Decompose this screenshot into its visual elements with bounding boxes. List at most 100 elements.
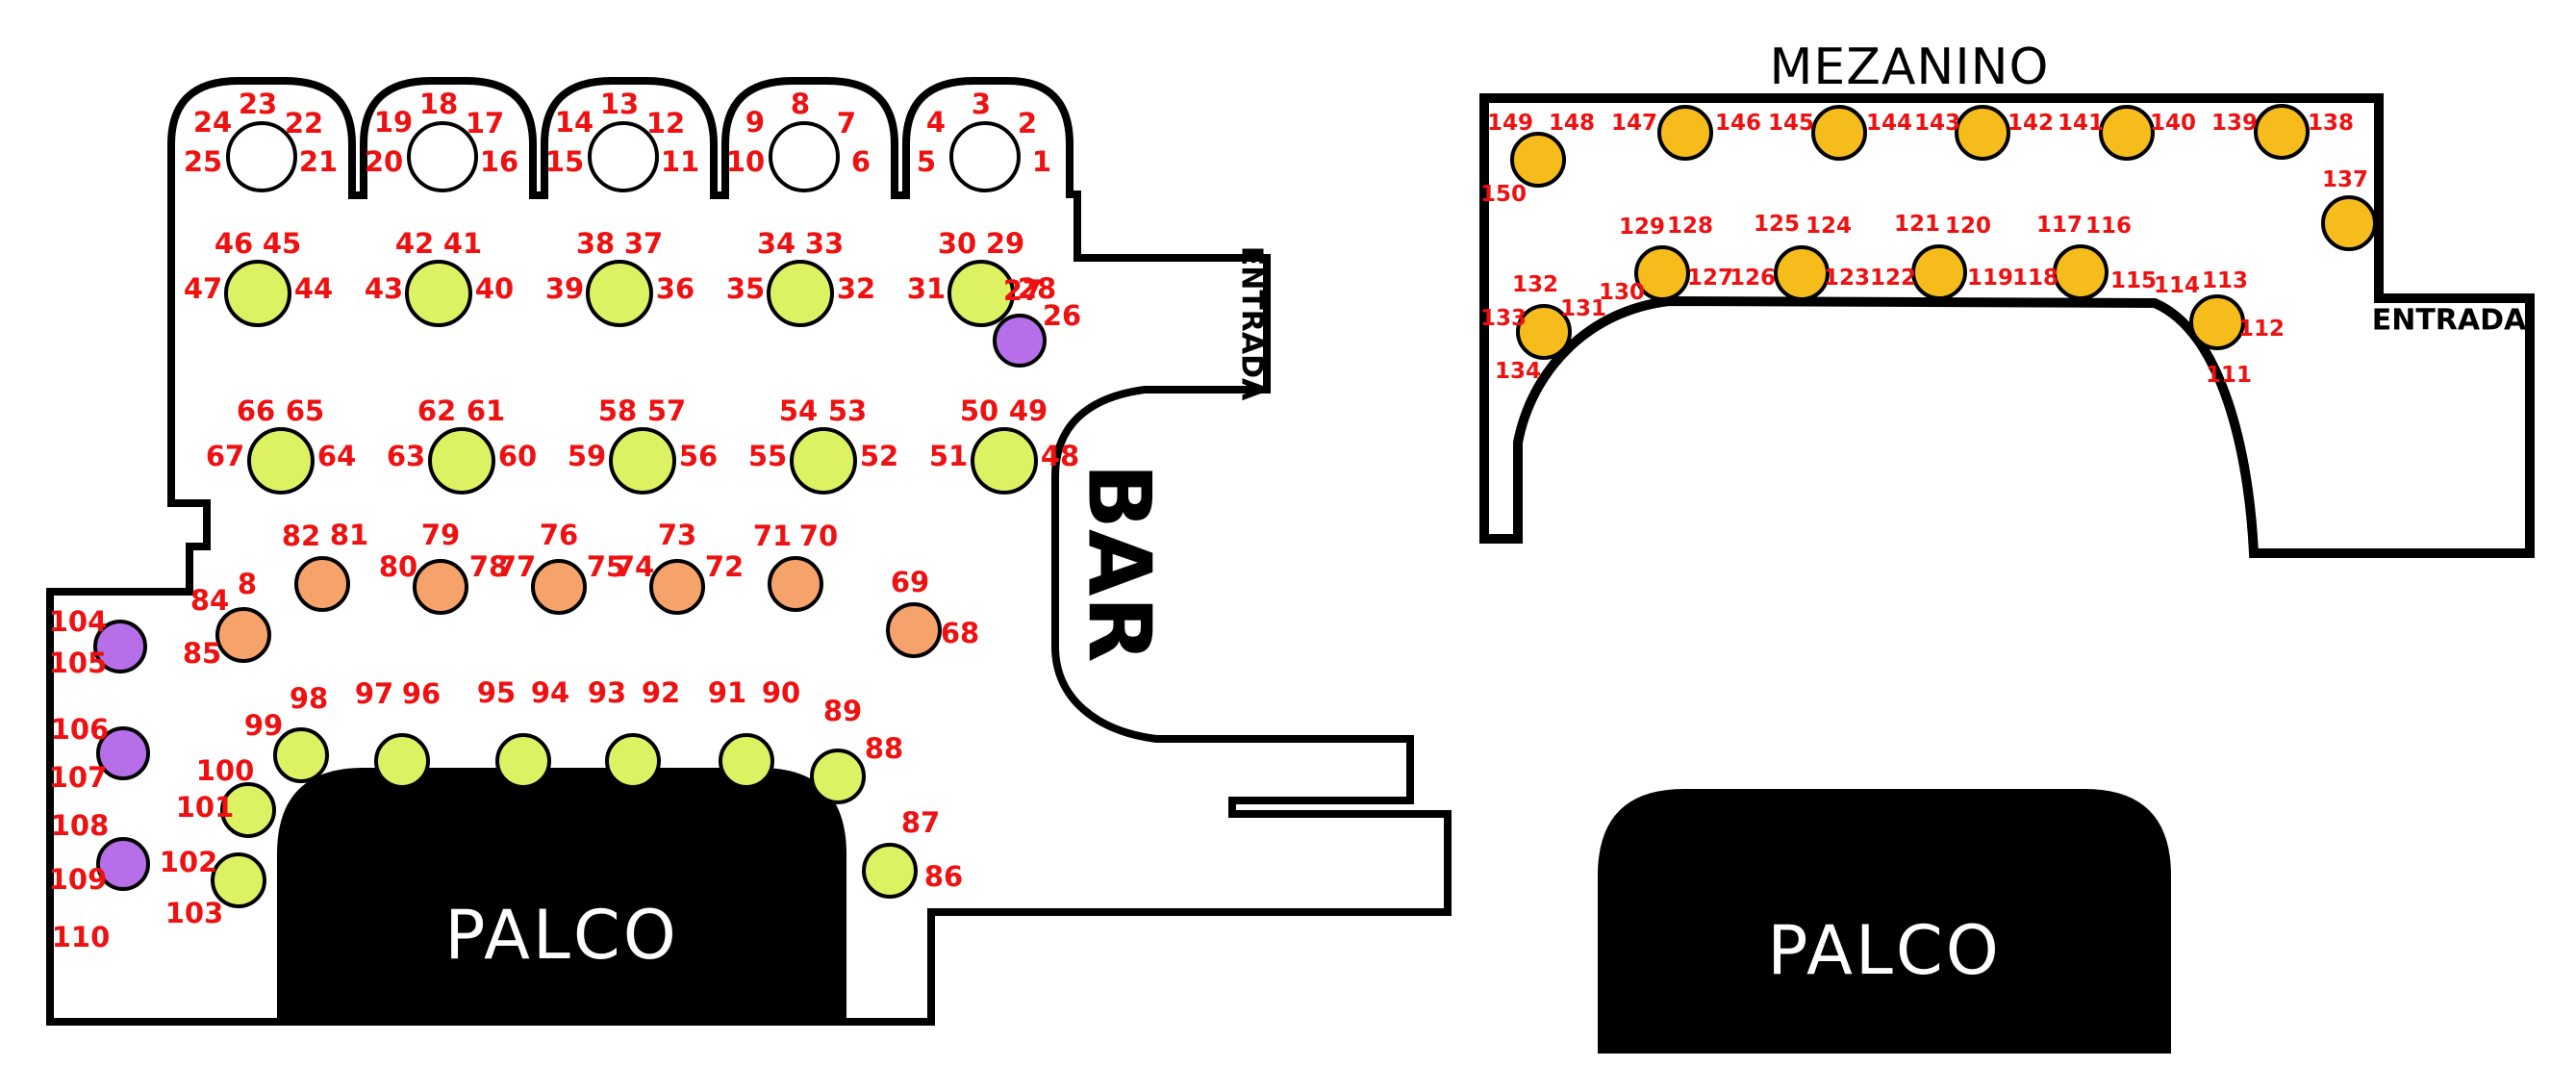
table-seat[interactable] <box>1955 105 2010 161</box>
seat-number: 142 <box>2008 111 2054 136</box>
seat-number: 75 <box>587 550 625 583</box>
seat-number: 37 <box>624 227 663 260</box>
table-seat[interactable] <box>96 726 150 780</box>
table-seat[interactable] <box>971 427 1038 495</box>
table-seat[interactable] <box>1634 245 1690 301</box>
table-seat[interactable] <box>993 314 1047 368</box>
seat-number: 149 <box>1487 111 1533 136</box>
seat-number: 101 <box>176 791 235 824</box>
seat-number: 141 <box>2058 111 2104 136</box>
seat-number: 82 <box>282 520 320 552</box>
table-seat[interactable] <box>374 733 430 789</box>
seat-number: 126 <box>1730 266 1776 291</box>
seat-number: 132 <box>1512 272 1558 297</box>
seat-number: 32 <box>837 272 875 305</box>
table-seat[interactable] <box>949 121 1021 192</box>
seat-number: 123 <box>1824 266 1870 291</box>
seat-number: 63 <box>387 440 425 472</box>
table-seat[interactable] <box>407 121 478 192</box>
seat-number: 150 <box>1480 182 1527 207</box>
table-seat[interactable] <box>226 121 297 192</box>
seat-number: 107 <box>49 761 108 794</box>
table-seat[interactable] <box>810 749 866 804</box>
table-seat[interactable] <box>1657 105 1713 161</box>
table-seat[interactable] <box>2321 195 2377 251</box>
seat-number: 129 <box>1619 215 1665 240</box>
table-seat[interactable] <box>215 607 271 663</box>
seat-number: 18 <box>419 88 458 120</box>
seat-number: 85 <box>183 637 221 670</box>
table-seat[interactable] <box>96 837 150 891</box>
table-seat[interactable] <box>211 852 266 908</box>
bar-label: BAR <box>1069 463 1170 663</box>
table-seat[interactable] <box>1510 132 1566 188</box>
seat-number: 14 <box>555 106 593 139</box>
table-seat[interactable] <box>609 427 676 495</box>
seat-number: 145 <box>1768 111 1814 136</box>
table-seat[interactable] <box>273 727 329 783</box>
table-seat[interactable] <box>405 260 472 327</box>
seat-number: 133 <box>1480 306 1527 331</box>
seat-number: 139 <box>2211 111 2258 136</box>
seat-number: 73 <box>658 519 696 551</box>
seat-number: 35 <box>726 272 765 305</box>
table-seat[interactable] <box>1911 244 1967 300</box>
table-seat[interactable] <box>790 427 857 495</box>
seat-number: 113 <box>2202 268 2248 293</box>
table-seat[interactable] <box>93 620 147 673</box>
seat-number: 44 <box>294 272 333 305</box>
seat-number: 30 <box>938 227 976 260</box>
seat-number: 39 <box>545 272 584 305</box>
seat-number: 38 <box>576 227 615 260</box>
table-seat[interactable] <box>768 556 823 612</box>
seat-number: 54 <box>779 394 818 427</box>
table-seat[interactable] <box>719 733 774 789</box>
seat-number: 10 <box>726 145 765 178</box>
seat-number: 64 <box>317 440 356 472</box>
table-seat[interactable] <box>495 733 551 789</box>
seat-number: 3 <box>972 88 991 120</box>
seat-number: 121 <box>1894 212 1940 237</box>
table-seat[interactable] <box>2099 105 2155 161</box>
table-seat[interactable] <box>588 121 659 192</box>
seat-number: 70 <box>799 520 838 552</box>
table-seat[interactable] <box>294 556 350 612</box>
table-seat[interactable] <box>413 559 468 615</box>
seat-number: 81 <box>330 519 368 551</box>
table-seat[interactable] <box>886 602 942 658</box>
table-seat[interactable] <box>1774 245 1830 301</box>
table-seat[interactable] <box>586 260 653 327</box>
seat-number: 62 <box>417 394 456 427</box>
seat-number: 13 <box>600 88 639 120</box>
table-seat[interactable] <box>649 559 705 615</box>
table-seat[interactable] <box>1516 304 1572 360</box>
table-seat[interactable] <box>428 427 495 495</box>
table-seat[interactable] <box>947 260 1015 327</box>
seat-number: 102 <box>160 846 218 878</box>
seat-number: 65 <box>286 394 324 427</box>
seat-number: 91 <box>708 676 746 709</box>
table-seat[interactable] <box>2254 104 2310 160</box>
seat-number: 127 <box>1687 266 1733 291</box>
seat-number: 110 <box>52 921 111 953</box>
seat-number: 27 <box>1003 274 1042 307</box>
table-seat[interactable] <box>224 260 291 327</box>
table-seat[interactable] <box>247 427 315 495</box>
table-seat[interactable] <box>220 782 276 838</box>
seat-number: 53 <box>828 394 867 427</box>
seat-number: 24 <box>193 106 232 139</box>
table-seat[interactable] <box>769 121 840 192</box>
table-seat[interactable] <box>2053 244 2109 300</box>
table-seat[interactable] <box>605 733 661 789</box>
table-seat[interactable] <box>1811 105 1867 161</box>
seat-number: 45 <box>263 227 301 260</box>
table-seat[interactable] <box>531 559 587 615</box>
table-seat[interactable] <box>2189 294 2245 350</box>
seat-number: 103 <box>165 897 224 929</box>
table-seat[interactable] <box>767 260 834 327</box>
seat-number: 29 <box>986 227 1024 260</box>
seat-number: 20 <box>365 145 403 178</box>
table-seat[interactable] <box>862 843 918 899</box>
